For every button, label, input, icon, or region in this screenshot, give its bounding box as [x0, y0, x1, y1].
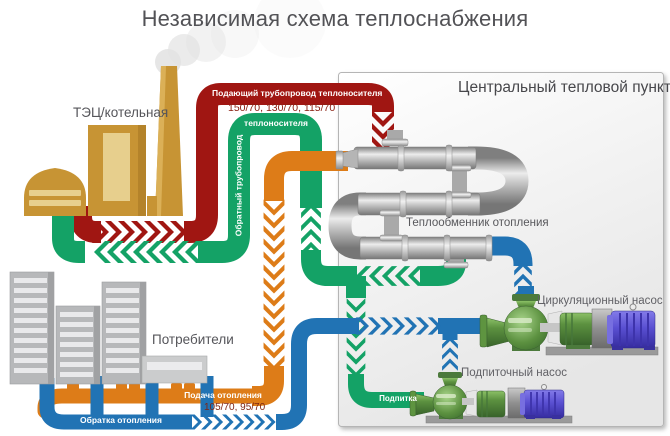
smoke [155, 0, 326, 75]
electric-motor [523, 389, 565, 419]
makeup-pump [409, 372, 573, 424]
hx-tube-3 [359, 236, 493, 260]
return-main-pipe-label-horizontal: теплоносителя [244, 117, 308, 128]
consumer-building [9, 271, 55, 385]
plant-illustration [24, 0, 326, 216]
heating-supply-temperatures: 105/70, 95/70 [204, 402, 266, 413]
hx-bottom-port [448, 255, 464, 266]
chimney-highlight [155, 66, 166, 216]
pipe-heating-supply-stubs [67, 383, 195, 392]
motor-eyebolt [541, 384, 547, 390]
consumer-building-low [141, 355, 208, 384]
return-main-pipe-label-vertical: Обратный трубопровод [233, 134, 244, 237]
central-heating-point-header: Центральный тепловой пункт [458, 79, 670, 96]
supply-main-temperatures: 150/70, 130/70, 115/70 [228, 102, 336, 114]
plant-small-block [147, 196, 157, 216]
consumer-building [55, 305, 101, 385]
circulation-pump [479, 286, 659, 356]
plant-tank [24, 168, 86, 216]
heating-supply-pipe-label: Подача отопления [184, 390, 262, 400]
consumer-buildings [9, 271, 208, 385]
circulation-pump-label: Циркуляционный насос [537, 295, 663, 307]
heating-return-pipe-label: Обратка отопления [80, 415, 162, 425]
consumers-label: Потребители [152, 332, 234, 347]
makeup-pump-label: Подпиточный насос [461, 367, 568, 379]
motor-eyebolt [629, 303, 637, 311]
pipe-heating-supply-chevrons [263, 199, 285, 372]
heat-exchanger [328, 130, 529, 269]
pipe-supply-main [70, 83, 394, 243]
page-title: Независимая схема теплоснабжения [141, 6, 529, 31]
plant-label: ТЭЦ/котельная [73, 105, 169, 120]
hx-flanges [397, 144, 493, 262]
pipes [37, 83, 533, 430]
supply-main-pipe-label: Подающий трубопровод теплоносителя [212, 88, 383, 98]
consumer-building [101, 281, 147, 385]
heat-exchanger-label: Теплообменник отопления [406, 217, 549, 229]
plant-main-building [88, 125, 146, 216]
makeup-pipe-label: Подпитка [379, 394, 417, 403]
